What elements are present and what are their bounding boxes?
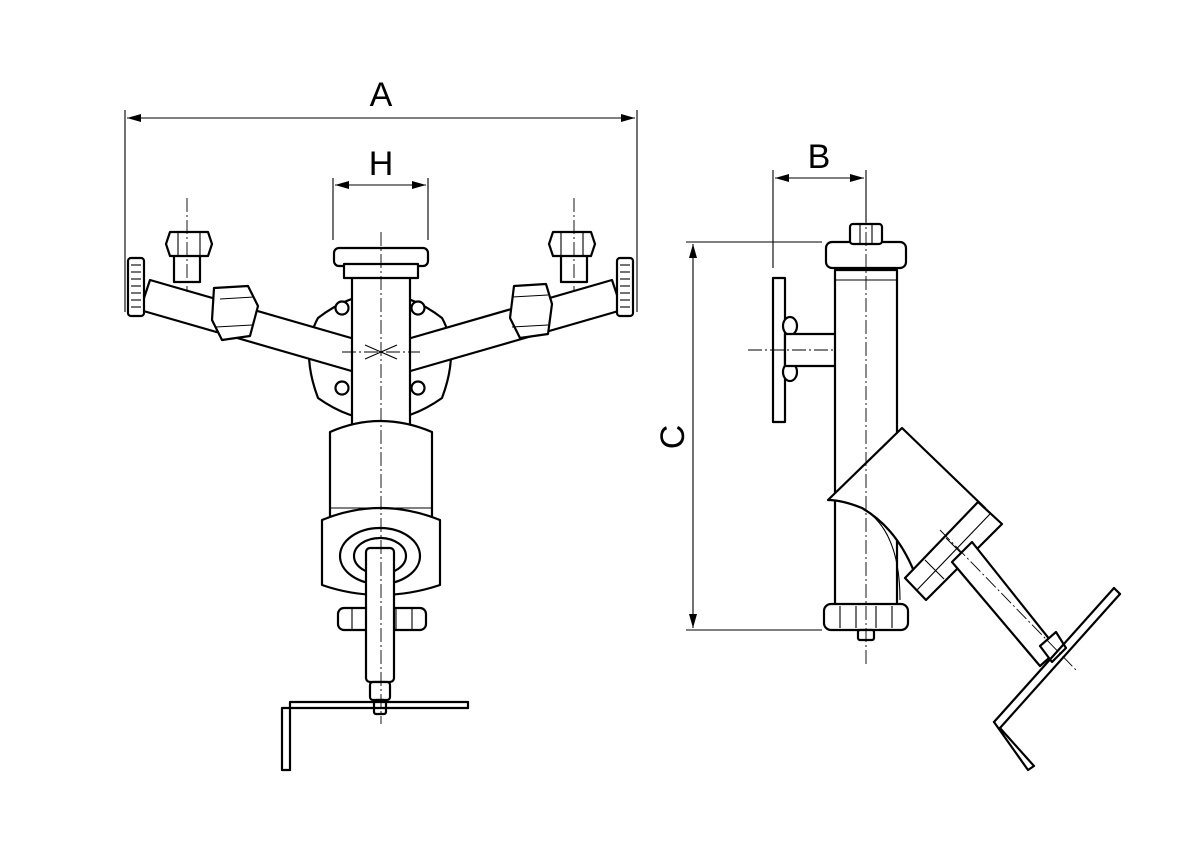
front-view: A H (124, 76, 638, 772)
left-branch (126, 198, 367, 374)
dimension-h-label: H (369, 145, 394, 183)
dimension-h: H (332, 145, 429, 240)
dimension-a: A (124, 76, 638, 312)
right-branch (395, 198, 635, 374)
dimension-b-label: B (808, 138, 831, 176)
drain-key (280, 546, 470, 772)
side-drain-key (992, 586, 1122, 772)
side-strainer (826, 426, 1077, 671)
dimension-a-label: A (370, 76, 393, 114)
side-view: B C (654, 138, 1122, 772)
dimension-c: C (654, 241, 822, 631)
dimension-c-label: C (654, 425, 692, 450)
